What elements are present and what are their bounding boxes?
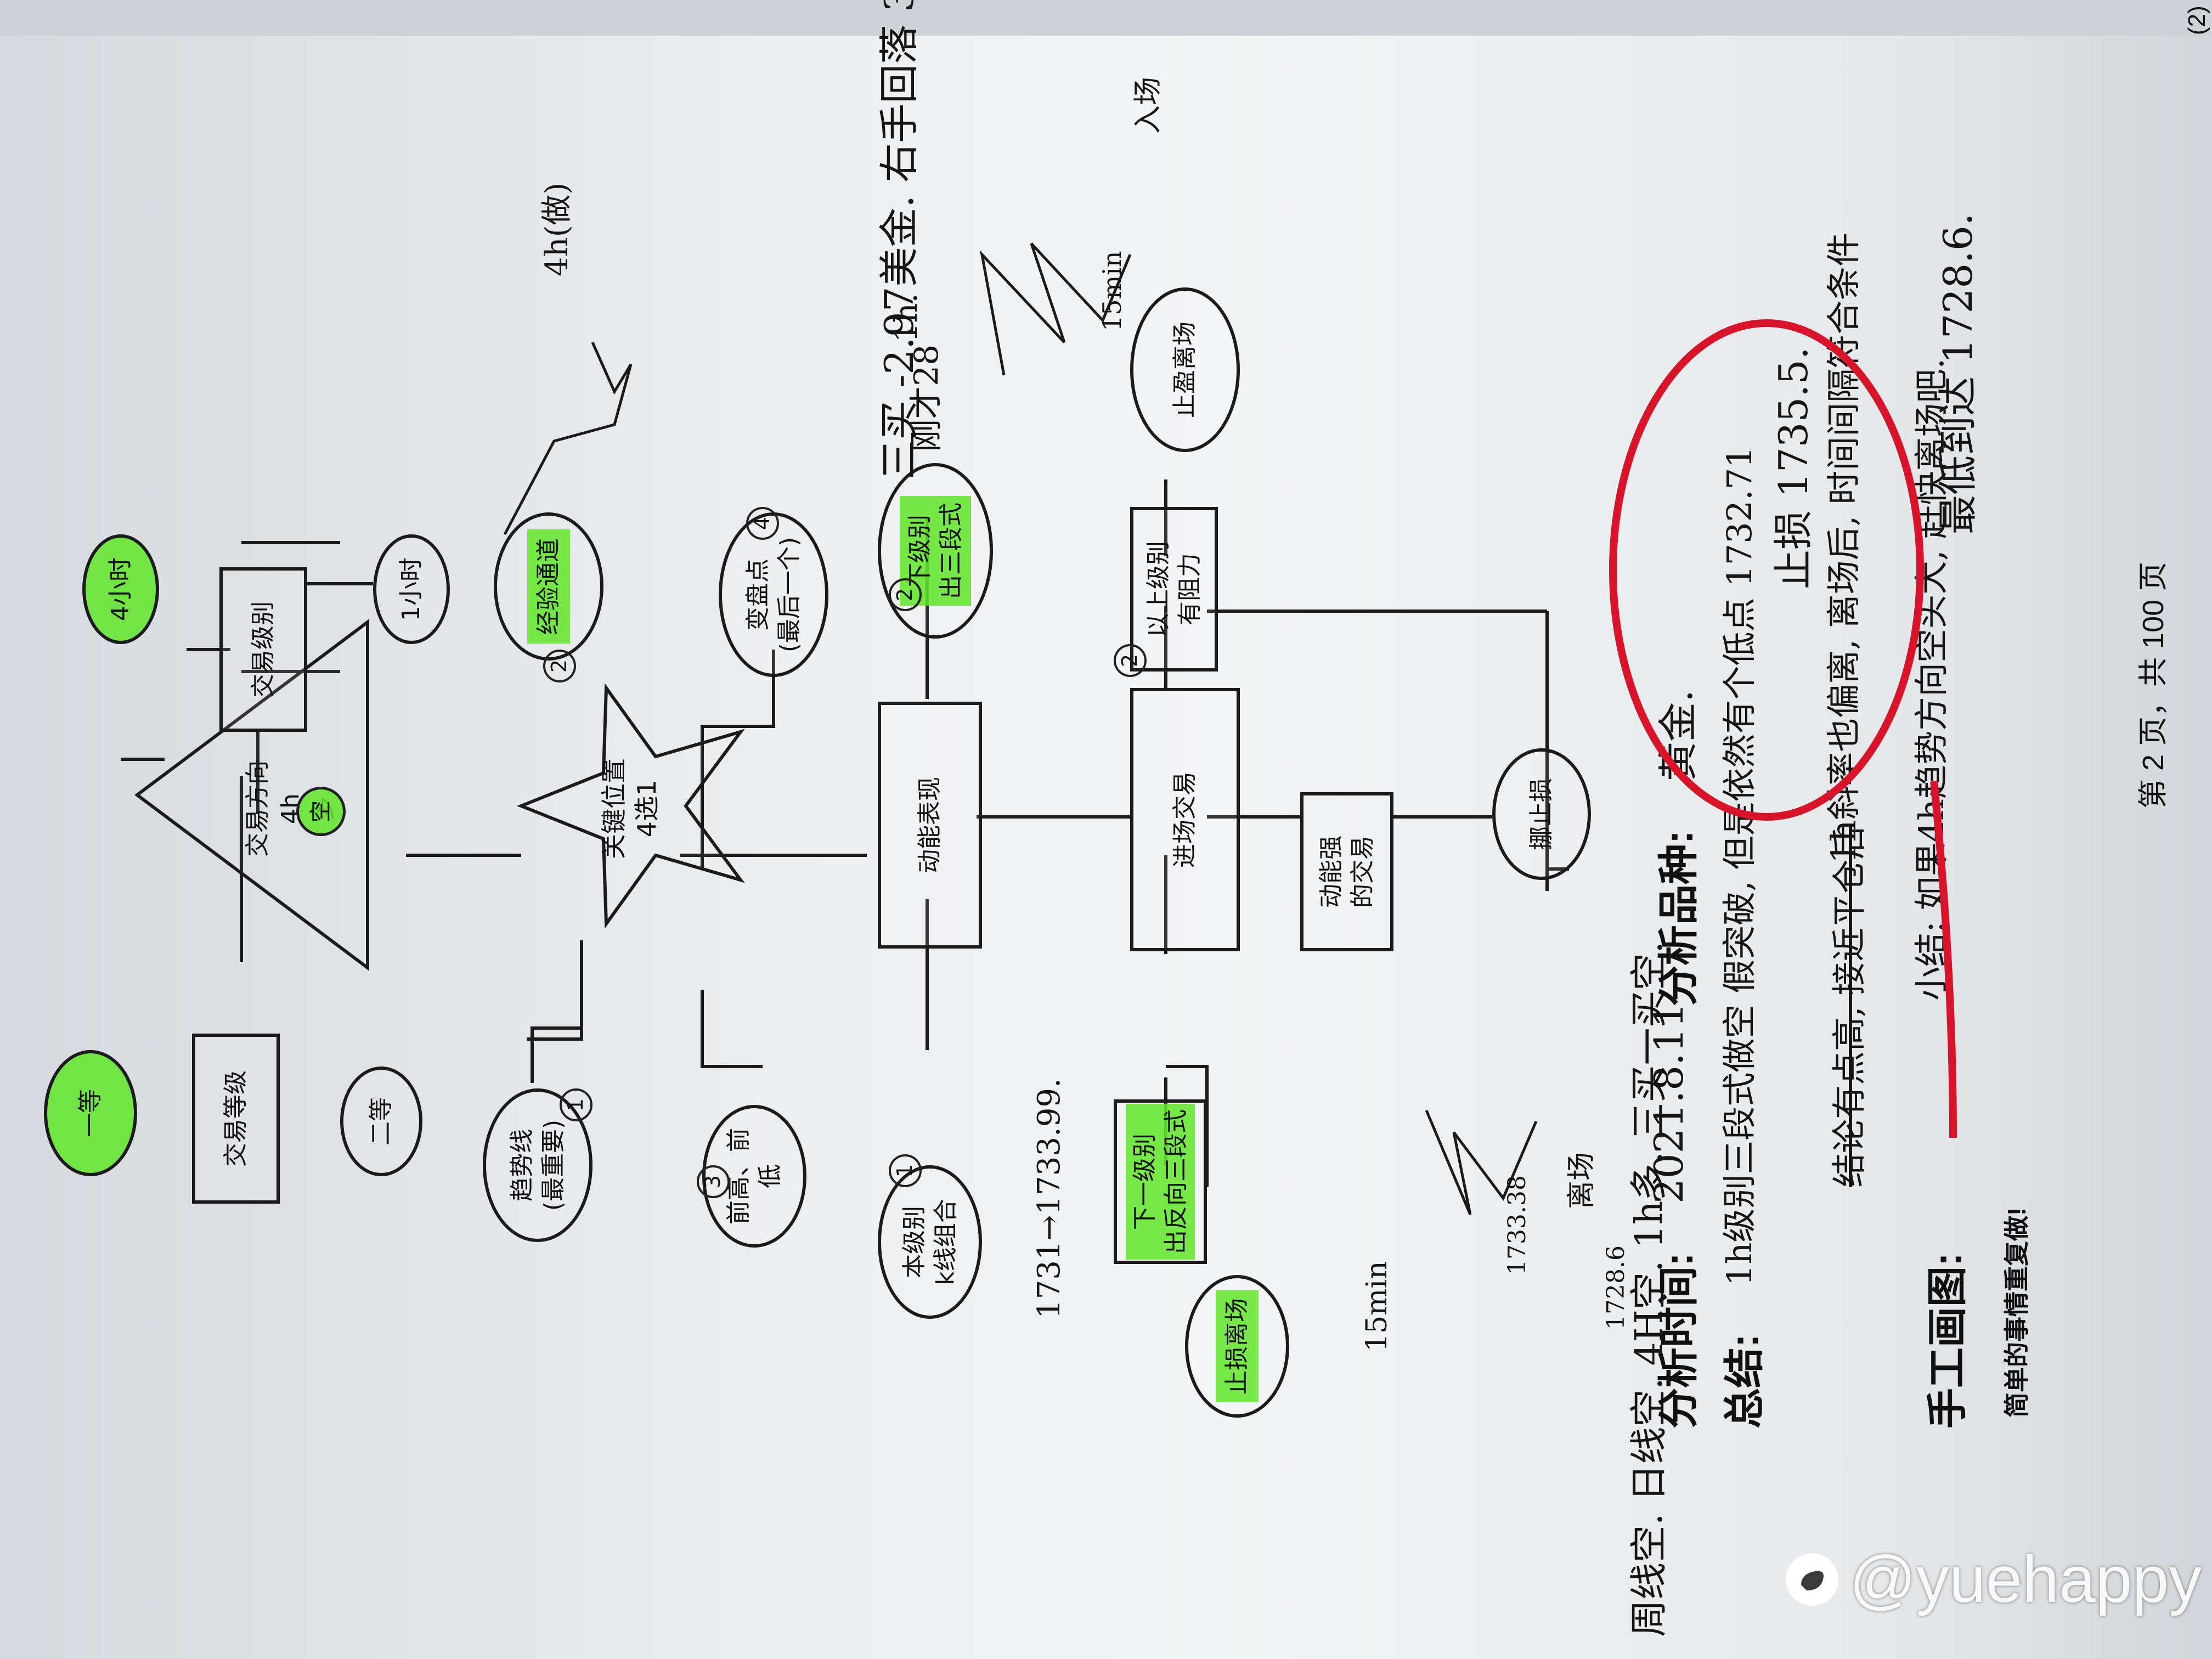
page-number: (2) xyxy=(2183,5,2210,35)
trade-direction-triangle xyxy=(134,619,369,971)
key-position-star xyxy=(516,683,745,929)
watermark: @yuehappy xyxy=(1786,1542,2202,1617)
weibo-logo-icon xyxy=(1786,1553,1838,1606)
watermark-text: @yuehappy xyxy=(1849,1543,2202,1616)
